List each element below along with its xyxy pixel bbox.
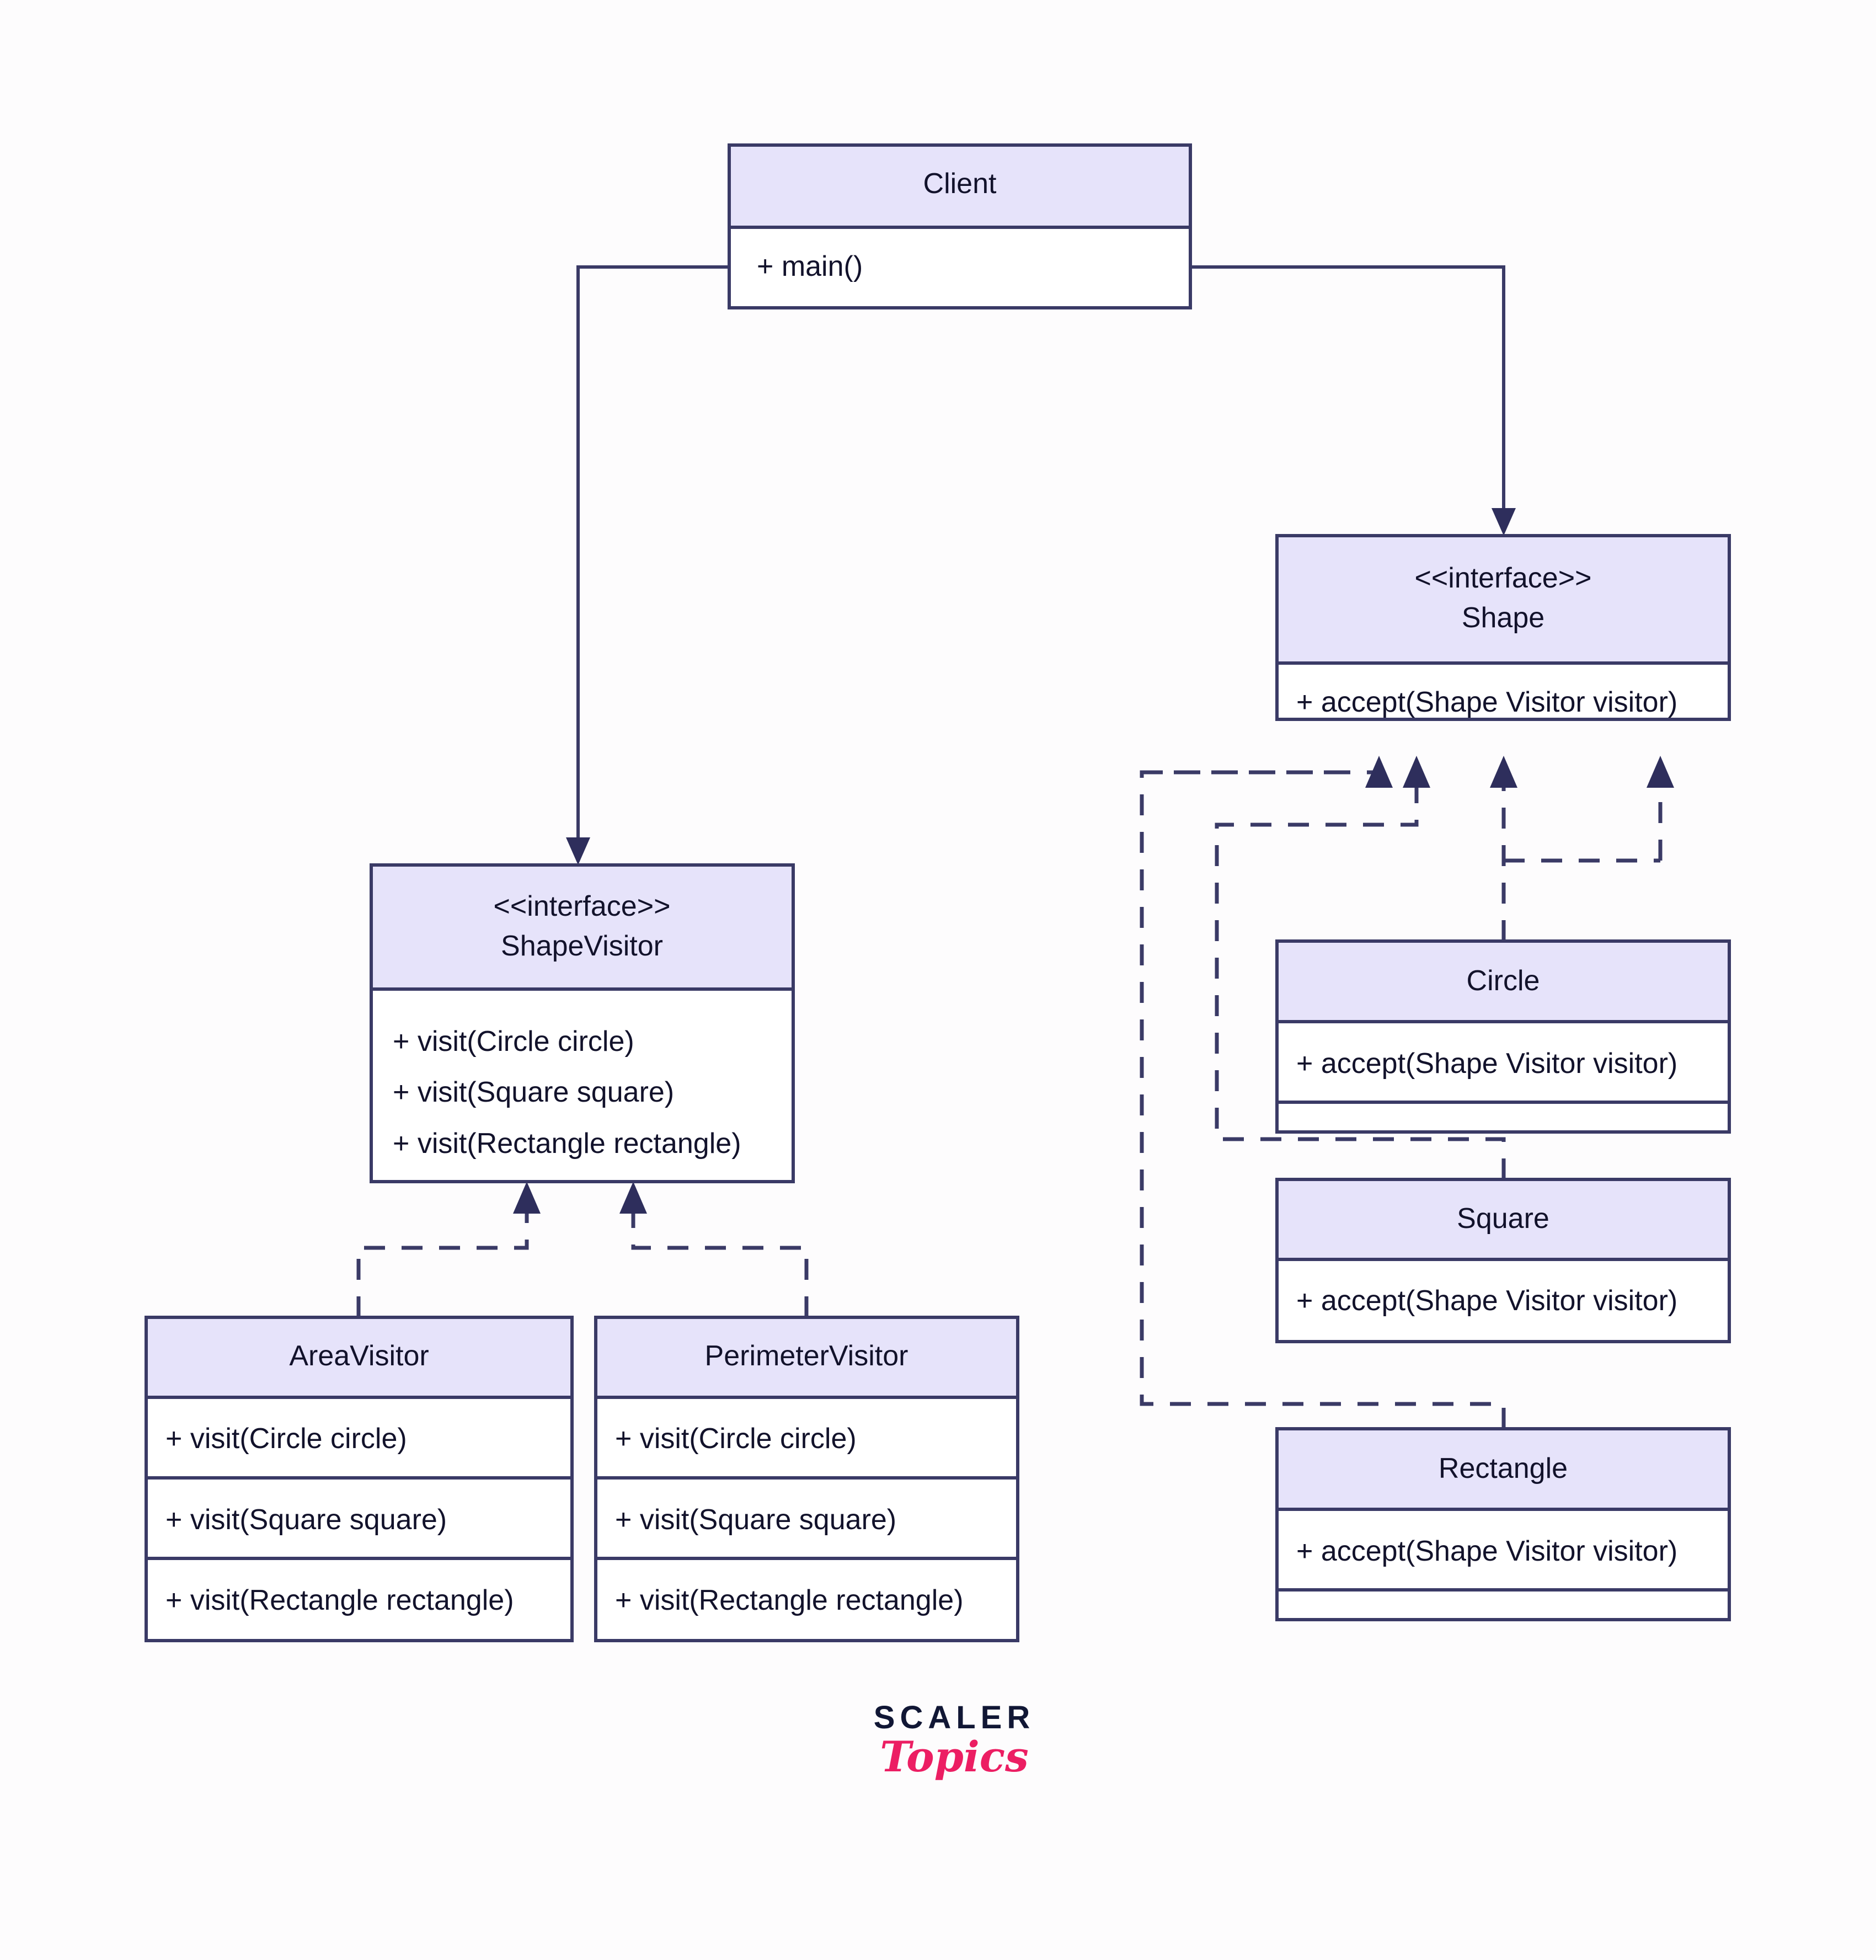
class-box-areavisitor[interactable]: AreaVisitor + visit(Circle circle) + vis…	[145, 1316, 574, 1642]
class-box-shape[interactable]: <<interface>> Shape + accept(Shape Visit…	[1275, 534, 1731, 721]
client-method-0: + main()	[757, 250, 863, 282]
class-box-square[interactable]: Square + accept(Shape Visitor visitor)	[1275, 1178, 1731, 1343]
perimetervisitor-method-2: + visit(Rectangle rectangle)	[615, 1584, 964, 1616]
circle-method-0: + accept(Shape Visitor visitor)	[1296, 1048, 1677, 1080]
class-box-client[interactable]: Client + main()	[728, 143, 1192, 309]
connector-square-to-shape	[1215, 756, 1506, 1179]
connector-perimetervisitor-to-shapevisitor	[619, 1182, 809, 1317]
connector-rectangle-to-shape	[1140, 756, 1506, 1429]
circle-title: Circle	[1467, 965, 1540, 997]
areavisitor-method-0: + visit(Circle circle)	[165, 1423, 407, 1455]
connector-rectangle-riser	[1504, 756, 1674, 863]
connector-areavisitor-to-shapevisitor	[356, 1182, 541, 1317]
class-box-rectangle[interactable]: Rectangle + accept(Shape Visitor visitor…	[1275, 1427, 1731, 1621]
perimetervisitor-method-0: + visit(Circle circle)	[615, 1423, 857, 1455]
shapevisitor-method-0: + visit(Circle circle)	[393, 1026, 634, 1058]
class-box-perimetervisitor[interactable]: PerimeterVisitor + visit(Circle circle) …	[594, 1316, 1019, 1642]
shape-method-0: + accept(Shape Visitor visitor)	[1296, 686, 1677, 718]
connector-circle-to-shape	[1490, 756, 1517, 941]
client-title: Client	[923, 168, 997, 200]
areavisitor-title: AreaVisitor	[289, 1340, 429, 1372]
logo-secondary-text: Topics	[880, 1732, 1029, 1781]
square-method-0: + accept(Shape Visitor visitor)	[1296, 1285, 1677, 1317]
connector-client-to-shape	[1190, 265, 1516, 536]
shapevisitor-method-2: + visit(Rectangle rectangle)	[393, 1128, 741, 1160]
scaler-topics-logo: SCALER Topics	[827, 1702, 1081, 1778]
perimetervisitor-title: PerimeterVisitor	[705, 1340, 908, 1372]
shape-stereotype: <<interface>>	[1415, 562, 1592, 594]
rectangle-method-0: + accept(Shape Visitor visitor)	[1296, 1535, 1677, 1567]
class-box-shapevisitor[interactable]: <<interface>> ShapeVisitor + visit(Circl…	[370, 863, 795, 1183]
areavisitor-method-1: + visit(Square square)	[165, 1504, 447, 1536]
perimetervisitor-method-1: + visit(Square square)	[615, 1504, 896, 1536]
connector-client-to-shapevisitor	[566, 265, 729, 865]
shape-title: Shape	[1462, 602, 1544, 634]
rectangle-title: Rectangle	[1439, 1452, 1568, 1484]
shapevisitor-stereotype: <<interface>>	[494, 890, 671, 922]
class-box-circle[interactable]: Circle + accept(Shape Visitor visitor)	[1275, 939, 1731, 1134]
shapevisitor-method-1: + visit(Square square)	[393, 1076, 674, 1108]
connector-layer	[356, 265, 1674, 1429]
logo-primary-text: SCALER	[873, 1700, 1035, 1735]
square-title: Square	[1457, 1203, 1549, 1235]
areavisitor-method-2: + visit(Rectangle rectangle)	[165, 1584, 514, 1616]
shapevisitor-title: ShapeVisitor	[501, 930, 663, 962]
